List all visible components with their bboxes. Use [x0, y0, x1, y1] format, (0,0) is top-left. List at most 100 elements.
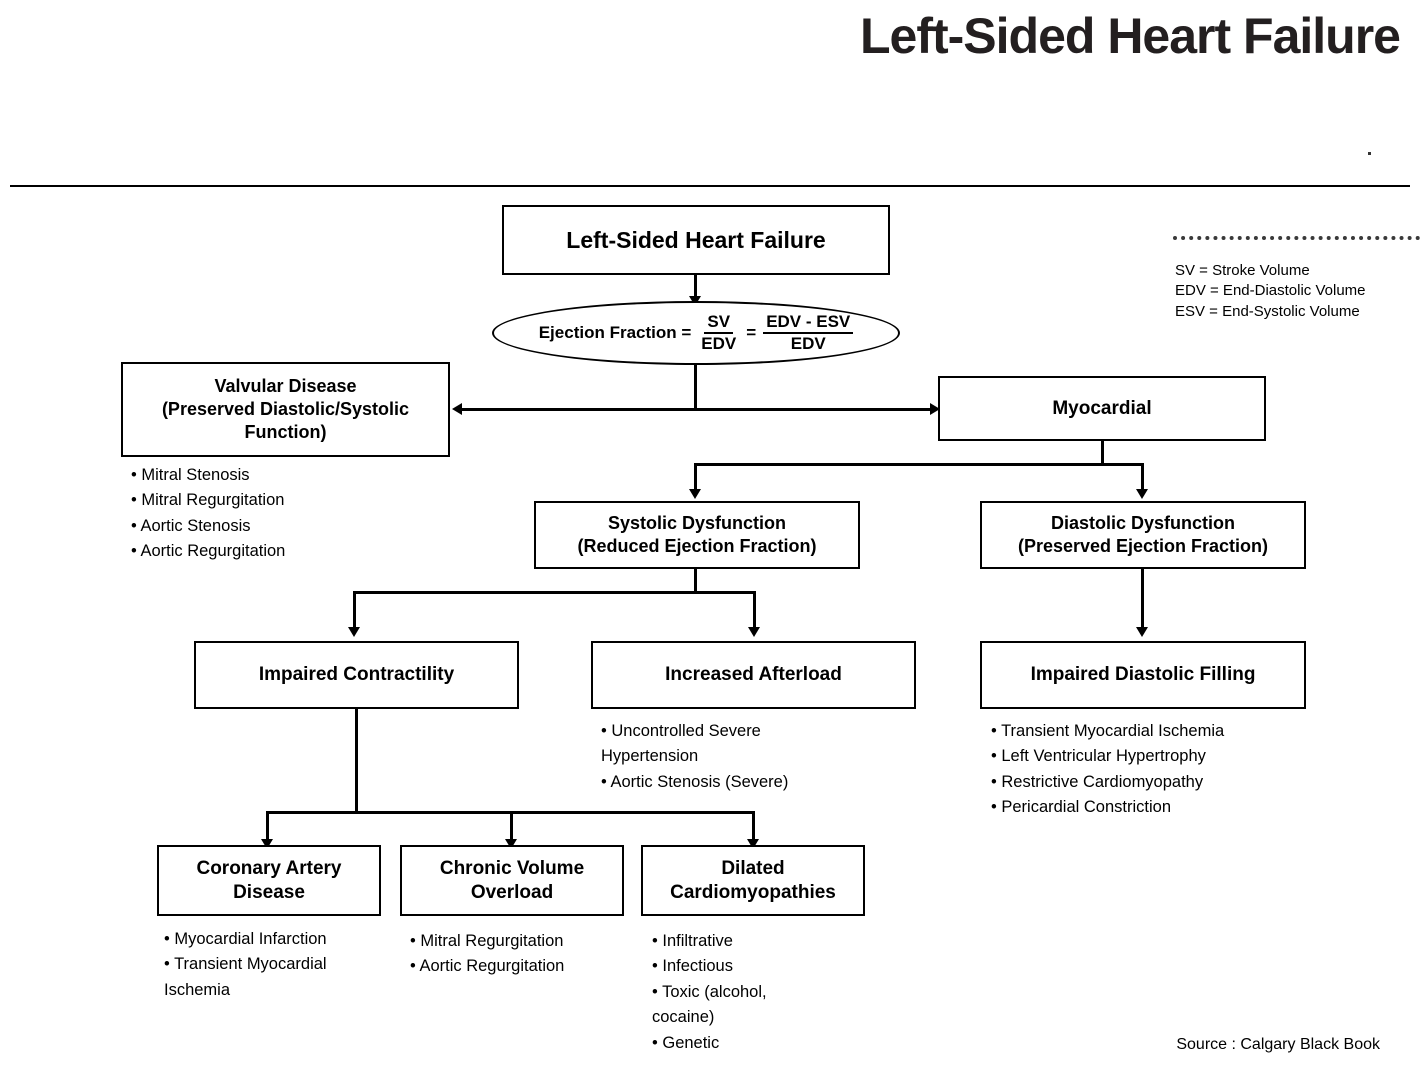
list-item: cocaine) [652, 1008, 715, 1027]
node-label-line2: Overload [470, 881, 554, 903]
ef-numerator-sv: SV [704, 312, 734, 334]
connector-systolic-stem [694, 569, 697, 593]
connector-to-impaired-contractility [353, 591, 356, 629]
node-label-line1: Coronary Artery [196, 857, 342, 879]
list-item: • Myocardial Infarction [164, 930, 327, 948]
arrowhead-to-dilated-cardiomyopathies [747, 839, 759, 849]
node-myocardial[interactable]: Myocardial [938, 376, 1266, 441]
connector-to-diastolic [1141, 463, 1144, 491]
connector-impaired-contractility-stem [355, 709, 358, 813]
node-ejection-fraction[interactable]: Ejection Fraction = SV EDV = EDV - ESV E… [492, 301, 900, 365]
arrowhead-to-chronic-volume-overload [505, 839, 517, 849]
list-item: • Aortic Stenosis (Severe) [601, 772, 789, 791]
connector-to-increased-afterload [753, 591, 756, 629]
node-impaired-diastolic-filling[interactable]: Impaired Diastolic Filling [980, 641, 1306, 709]
connector-valvular-myocardial-bar [462, 408, 934, 411]
node-increased-afterload[interactable]: Increased Afterload [591, 641, 916, 709]
node-label-line2: (Reduced Ejection Fraction) [577, 536, 817, 556]
bullet-list-valvular-disease: • Mitral Stenosis • Mitral Regurgitation… [131, 463, 461, 565]
bullet-list-impaired-diastolic-filling: • Transient Myocardial Ischemia • Left V… [991, 719, 1331, 821]
node-impaired-contractility[interactable]: Impaired Contractility [194, 641, 519, 709]
node-label: Impaired Diastolic Filling [1030, 664, 1256, 686]
node-label: Impaired Contractility [258, 664, 455, 686]
list-item: • Transient Myocardial [164, 955, 327, 974]
list-item: • Transient Myocardial Ischemia [991, 722, 1225, 740]
list-item: • Aortic Regurgitation [410, 957, 565, 976]
ef-denominator-edv: EDV [701, 334, 737, 353]
node-label-line3: Function) [244, 421, 327, 442]
node-label-line2: Disease [233, 881, 305, 903]
arrowhead-to-impaired-contractility [348, 627, 360, 637]
bullet-list-increased-afterload: • Uncontrolled Severe Hypertension • Aor… [601, 719, 911, 795]
node-dilated-cardiomyopathies[interactable]: Dilated Cardiomyopathies [641, 845, 865, 916]
connector-to-dilated-cardiomyopathies [752, 811, 755, 841]
connector-to-systolic [694, 463, 697, 491]
ef-fraction-edv-esv: EDV - ESV EDV [763, 312, 854, 354]
connector-diastolic-offset-bar [1101, 463, 1144, 466]
connector-to-coronary-artery-disease [266, 811, 269, 841]
list-item: • Mitral Regurgitation [131, 491, 285, 510]
arrowhead-to-valvular [452, 403, 462, 415]
arrowhead-to-coronary-artery-disease [261, 839, 273, 849]
node-coronary-artery-disease[interactable]: Coronary Artery Disease [157, 845, 381, 916]
list-item: • Pericardial Constriction [991, 798, 1172, 817]
legend-item-sv: SV = Stroke Volume [1175, 262, 1310, 279]
arrowhead-to-myocardial [930, 403, 940, 415]
ef-label: Ejection Fraction = [538, 323, 692, 342]
node-systolic-dysfunction[interactable]: Systolic Dysfunction (Reduced Ejection F… [534, 501, 860, 569]
list-item: • Mitral Stenosis [131, 466, 250, 484]
node-left-sided-heart-failure[interactable]: Left-Sided Heart Failure [502, 205, 890, 275]
arrowhead-to-impaired-diastolic-filling [1136, 627, 1148, 637]
node-label: Myocardial [1052, 397, 1152, 419]
page-title: Left-Sided Heart Failure [860, 8, 1401, 64]
ejection-fraction-formula: Ejection Fraction = SV EDV = EDV - ESV E… [538, 312, 854, 354]
node-label-line2: (Preserved Diastolic/Systolic [161, 399, 410, 420]
list-item: Hypertension [601, 747, 699, 766]
node-label-line1: Valvular Disease [214, 376, 357, 397]
connector-myocardial-split-bar [694, 463, 1104, 466]
connector-ef-stem [694, 363, 697, 411]
list-item: • Restrictive Cardiomyopathy [991, 772, 1204, 791]
connector-to-chronic-volume-overload [510, 811, 513, 841]
node-label: Increased Afterload [665, 664, 842, 686]
legend-item-esv: ESV = End-Systolic Volume [1175, 302, 1360, 320]
ef-fraction-sv-edv: SV EDV [698, 312, 739, 354]
node-label-line1: Diastolic Dysfunction [1050, 513, 1236, 534]
node-label-line2: (Preserved Ejection Fraction) [1017, 536, 1269, 556]
ef-denominator-edv-2: EDV [790, 334, 826, 353]
connector-myocardial-stem [1101, 441, 1104, 465]
arrowhead-to-diastolic [1136, 489, 1148, 499]
connector-systolic-split-bar [353, 591, 756, 594]
arrowhead-to-increased-afterload [748, 627, 760, 637]
list-item: • Mitral Regurgitation [410, 932, 564, 950]
node-label: Left-Sided Heart Failure [566, 226, 826, 253]
list-item: • Toxic (alcohol, [652, 982, 767, 1001]
node-label-line1: Chronic Volume [439, 857, 585, 879]
bullet-list-coronary-artery-disease: • Myocardial Infarction • Transient Myoc… [164, 927, 394, 1003]
title-divider-rule [10, 185, 1410, 187]
source-caption: Source : Calgary Black Book [1176, 1036, 1380, 1053]
list-item: • Left Ventricular Hypertrophy [991, 747, 1206, 766]
node-valvular-disease[interactable]: Valvular Disease (Preserved Diastolic/Sy… [121, 362, 450, 457]
node-label-line2: Cardiomyopathies [670, 881, 836, 903]
ef-equals-sign: = [746, 323, 757, 342]
list-item: Ischemia [164, 980, 231, 999]
list-item: • Infiltrative [652, 932, 733, 950]
bullet-list-chronic-volume-overload: • Mitral Regurgitation • Aortic Regurgit… [410, 929, 640, 980]
connector-to-impaired-diastolic-filling [1141, 569, 1144, 629]
legend-abbreviations: SV = Stroke Volume EDV = End-Diastolic V… [1175, 261, 1366, 322]
node-label-line1: Systolic Dysfunction [607, 513, 787, 534]
legend-dotted-divider [1173, 236, 1420, 240]
list-item: • Aortic Regurgitation [131, 542, 286, 561]
list-item: • Genetic [652, 1033, 720, 1052]
node-label-line1: Dilated [721, 857, 785, 879]
ef-numerator-edv-minus-esv: EDV - ESV [763, 312, 854, 334]
list-item: • Uncontrolled Severe [601, 722, 761, 740]
list-item: • Aortic Stenosis [131, 516, 251, 535]
title-dot-mark [1368, 152, 1371, 155]
node-chronic-volume-overload[interactable]: Chronic Volume Overload [400, 845, 624, 916]
connector-root-to-ef [694, 275, 697, 298]
node-diastolic-dysfunction[interactable]: Diastolic Dysfunction (Preserved Ejectio… [980, 501, 1306, 569]
arrowhead-to-systolic [689, 489, 701, 499]
